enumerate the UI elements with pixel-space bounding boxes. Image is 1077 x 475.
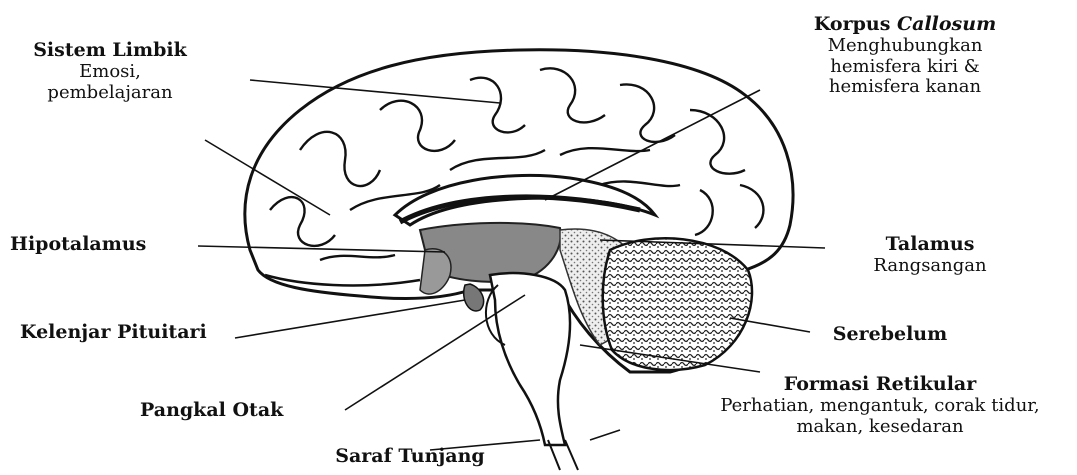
- label-pangkal-otak: Pangkal Otak: [140, 400, 300, 422]
- label-korpus-callosum: Korpus Callosum Menghubungkan hemisfera …: [810, 14, 1000, 98]
- label-title: Hipotalamus: [10, 234, 190, 256]
- label-desc: Emosi,: [30, 62, 190, 83]
- label-title-italic: Callosum: [897, 13, 996, 35]
- brainstem-shape: [490, 273, 570, 445]
- label-title: Sistem Limbik: [30, 40, 190, 62]
- label-hipotalamus: Hipotalamus: [10, 234, 190, 256]
- label-title: Kelenjar Pituitari: [20, 322, 250, 344]
- cerebellum-shape: [603, 238, 752, 370]
- label-serebelum: Serebelum: [820, 324, 960, 346]
- label-desc: makan, kesedaran: [700, 417, 1060, 438]
- label-desc: Menghubungkan: [810, 36, 1000, 57]
- label-formasi-retikular: Formasi Retikular Perhatian, mengantuk, …: [700, 374, 1060, 437]
- label-title: Korpus: [814, 13, 897, 35]
- label-title: Talamus: [855, 234, 1005, 256]
- label-sistem-limbik: Sistem Limbik Emosi, pembelajaran: [30, 40, 190, 103]
- label-kelenjar-pituitari: Kelenjar Pituitari: [20, 322, 250, 344]
- label-desc: Rangsangan: [855, 256, 1005, 277]
- label-title: Formasi Retikular: [700, 374, 1060, 396]
- label-desc: pembelajaran: [30, 83, 190, 104]
- label-talamus: Talamus Rangsangan: [855, 234, 1005, 277]
- label-saraf-tunjang: Saraf Tunjang: [330, 446, 490, 468]
- label-desc: hemisfera kanan: [810, 77, 1000, 98]
- label-title: Serebelum: [820, 324, 960, 346]
- label-desc: Perhatian, mengantuk, corak tidur,: [700, 396, 1060, 417]
- label-desc: hemisfera kiri &: [810, 57, 1000, 78]
- label-title: Saraf Tunjang: [330, 446, 490, 468]
- label-title: Pangkal Otak: [140, 400, 300, 422]
